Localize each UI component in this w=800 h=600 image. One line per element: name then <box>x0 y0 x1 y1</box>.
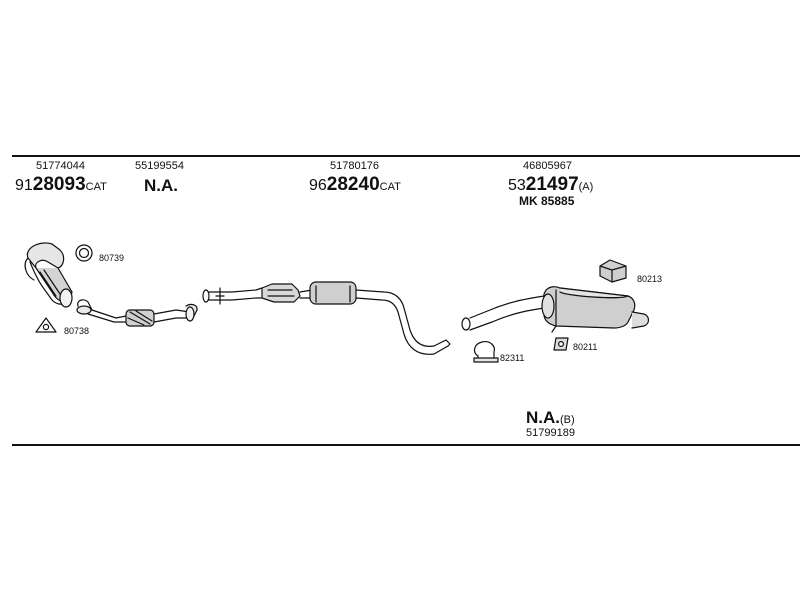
catalyst-prefix-2: 96 <box>309 177 327 194</box>
part-number-51774044: 51774044 <box>36 160 85 172</box>
part-number-55199554: 55199554 <box>135 160 184 172</box>
muffler-prefix: 53 <box>508 177 526 194</box>
muffler-bold: 21497 <box>525 174 579 195</box>
catalyst-bold-2: 28240 <box>326 174 380 195</box>
catalyst-part-number-2: 9628240CAT <box>309 174 401 196</box>
top-rule <box>12 155 800 157</box>
part-number-51799189: 51799189 <box>526 427 575 439</box>
not-available-label-2: N.A.(B) <box>526 408 575 428</box>
part-tag-80211: 80211 <box>573 342 598 352</box>
part-tag-80738: 80738 <box>64 326 90 336</box>
muffler-part-number: 5321497(A) <box>508 174 594 196</box>
part-number-46805967: 46805967 <box>523 160 572 172</box>
front-manifold-pipe <box>24 242 73 308</box>
not-available-text-2: N.A. <box>526 408 560 427</box>
not-available-label-1: N.A. <box>144 176 178 195</box>
part-number-51780176: 51780176 <box>330 160 379 172</box>
part-tag-80739: 80739 <box>99 253 125 263</box>
bottom-rule <box>12 444 800 446</box>
rubber-mount-80213 <box>599 259 627 283</box>
catalyst-suffix-2: CAT <box>379 181 401 193</box>
middle-pipe-resonator <box>202 281 451 355</box>
pipe-clamp-82311 <box>473 341 499 363</box>
catalyst-part-number-1: 9128093CAT <box>15 174 107 196</box>
part-tag-82311: 82311 <box>500 353 525 363</box>
catalyst-bold-1: 28093 <box>32 174 86 195</box>
catalytic-converter-pipe <box>76 299 198 327</box>
catalyst-prefix-1: 91 <box>15 177 33 194</box>
mounting-kit-label: MK 85885 <box>519 194 575 208</box>
not-available-suffix-2: (B) <box>560 414 575 426</box>
rubber-mount-80211 <box>553 337 569 351</box>
muffler-suffix: (A) <box>578 181 594 193</box>
part-tag-80213: 80213 <box>637 274 663 284</box>
rear-muffler-assembly <box>461 286 650 333</box>
catalyst-suffix-1: CAT <box>85 181 107 193</box>
